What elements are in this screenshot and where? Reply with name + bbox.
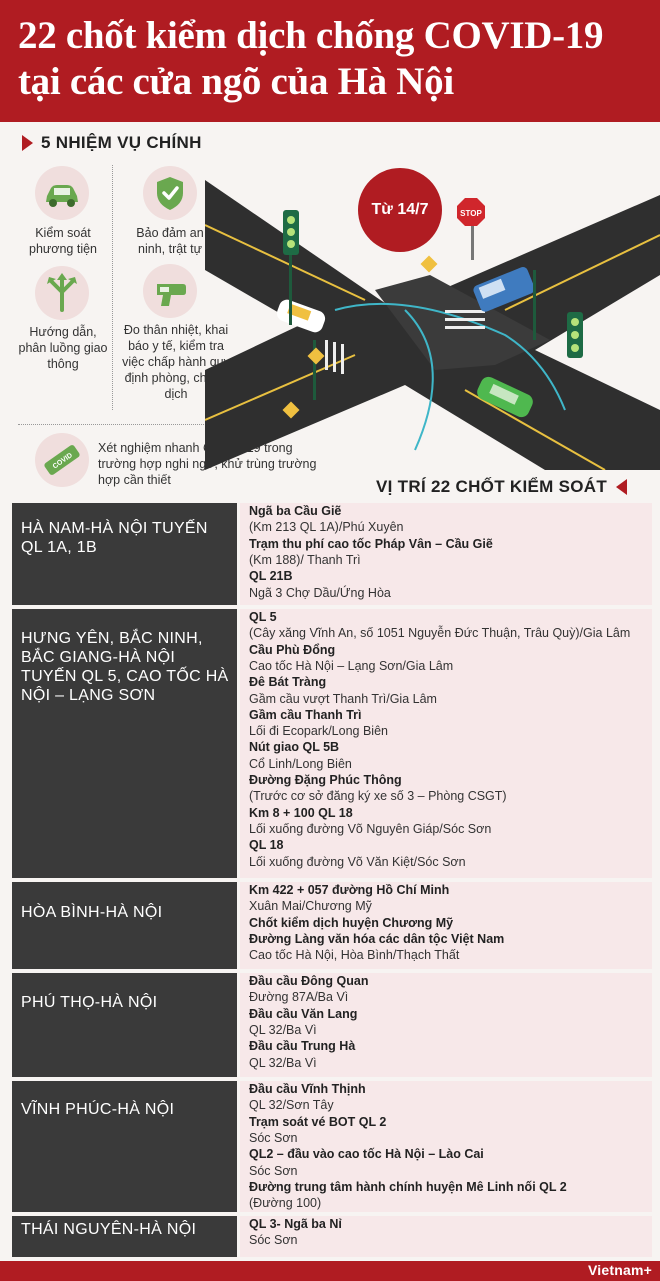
checkpoint-name: Đê Bát Tràng: [249, 675, 327, 690]
column-divider: [112, 165, 113, 410]
checkpoint-detail: Đường 87A/Ba Vì: [249, 990, 349, 1005]
checkpoint-name: QL 18: [249, 838, 284, 853]
row-divider: [18, 424, 248, 425]
task-label-3: Hướng dẫn, phân luồng giao thông: [18, 325, 108, 371]
checkpoint-detail: Lối xuống đường Võ Văn Kiệt/Sóc Sơn: [249, 854, 466, 869]
shield-check-icon: [143, 166, 197, 220]
checkpoint-name: QL2 – đầu vào cao tốc Hà Nội – Lào Cai: [249, 1147, 484, 1162]
traffic-light-icon: [533, 270, 583, 358]
checkpoint-list: QL 3- Ngã ba Nỉ Sóc Sơn: [240, 1216, 652, 1257]
checkpoint-name: QL 5: [249, 610, 277, 624]
checkpoint-detail: Ngã 3 Chợ Dầu/Ứng Hòa: [249, 585, 391, 600]
checkpoint-detail: Cao tốc Hà Nội – Lạng Sơn/Gia Lâm: [249, 658, 454, 673]
region-block: HƯNG YÊN, BẮC NINH, BẮC GIANG-HÀ NỘI TUY…: [12, 609, 237, 878]
vietnamplus-logo: Vietnam+: [588, 1262, 652, 1278]
checkpoint-name: Đường trung tâm hành chính huyện Mê Linh…: [249, 1179, 567, 1194]
direction-arrows-icon: [35, 266, 89, 320]
region-block: HÀ NAM-HÀ NỘI TUYẾN QL 1A, 1B: [12, 503, 237, 605]
checkpoint-name: Chốt kiểm dịch huyện Chương Mỹ: [249, 915, 454, 930]
checkpoint-detail: Sóc Sơn: [249, 1163, 298, 1178]
traffic-light-icon: [313, 340, 316, 400]
checkpoint-detail: Lối đi Ecopark/Long Biên: [249, 724, 388, 739]
page-title-line-1: 22 chốt kiểm dịch chống COVID-19: [18, 14, 604, 57]
tasks-heading-text: 5 NHIỆM VỤ CHÍNH: [41, 133, 202, 152]
checkpoint-detail: Lối xuống đường Võ Nguyên Giáp/Sóc Sơn: [249, 821, 492, 836]
checkpoint-name: Đường Làng văn hóa các dân tộc Việt Nam: [249, 931, 505, 946]
region-name: HÒA BÌNH-HÀ NỘI: [21, 904, 163, 921]
checkpoint-name: Ngã ba Cầu Giẽ: [249, 504, 342, 518]
checkpoint-detail: (Cây xăng Vĩnh An, số 1051 Nguyễn Đức Th…: [249, 626, 631, 641]
region-name: HƯNG YÊN, BẮC NINH, BẮC GIANG-HÀ NỘI TUY…: [21, 630, 229, 704]
checkpoint-detail: (Đường 100): [249, 1196, 322, 1211]
checkpoint-name: Km 422 + 057 đường Hồ Chí Minh: [249, 883, 450, 897]
task-label-2: Bảo đảm an ninh, trật tự: [136, 226, 204, 256]
green-car-icon: [477, 376, 533, 418]
checkpoint-detail: Sóc Sơn: [249, 1233, 298, 1248]
checkpoint-name: Trạm soát vé BOT QL 2: [249, 1114, 387, 1129]
locations-heading-text: VỊ TRÍ 22 CHỐT KIỂM SOÁT: [376, 477, 608, 496]
footer-bar: Vietnam+: [0, 1261, 660, 1281]
intersection-illustration: STOP: [205, 180, 660, 470]
region-block: THÁI NGUYÊN-HÀ NỘI: [12, 1216, 237, 1257]
task-label-4: Đo thân nhiệt, khai báo y tế, kiểm tra v…: [122, 323, 230, 401]
checkpoint-detail: (Km 213 QL 1A)/Phú Xuyên: [249, 520, 404, 535]
tasks-heading: 5 NHIỆM VỤ CHÍNH: [22, 131, 202, 155]
yellow-car-icon: [276, 299, 326, 333]
checkpoint-name: QL 3- Ngã ba Nỉ: [249, 1217, 342, 1231]
checkpoint-name: Cầu Phù Đổng: [249, 642, 336, 657]
checkpoint-name: Km 8 + 100 QL 18: [249, 805, 353, 820]
checkpoint-name: Đầu cầu Văn Lang: [249, 1006, 358, 1021]
region-name: PHÚ THỌ-HÀ NỘI: [21, 994, 158, 1011]
checkpoint-detail: Xuân Mai/Chương Mỹ: [249, 899, 372, 914]
checkpoint-detail: Sóc Sơn: [249, 1130, 298, 1145]
checkpoint-list: QL 5 (Cây xăng Vĩnh An, số 1051 Nguyễn Đứ…: [240, 609, 652, 878]
page-title-line-2: tại các cửa ngõ của Hà Nội: [18, 60, 454, 103]
checkpoint-name: Đầu cầu Đông Quan: [249, 974, 369, 988]
pedestrian-sign-icon: [420, 255, 438, 273]
checkpoint-detail: QL 32/Sơn Tây: [249, 1098, 334, 1113]
region-name: HÀ NAM-HÀ NỘI TUYẾN QL 1A, 1B: [21, 520, 208, 556]
checkpoint-detail: Cao tốc Hà Nội, Hòa Bình/Thạch Thất: [249, 948, 460, 963]
checkpoint-name: Nút giao QL 5B: [249, 740, 340, 755]
svg-text:STOP: STOP: [460, 209, 482, 218]
checkpoint-detail: (Trước cơ sở đăng ký xe số 3 – Phòng CSG…: [249, 789, 507, 804]
checkpoint-name: Đường Đặng Phúc Thông: [249, 773, 402, 787]
checkpoint-name: Gầm cầu Thanh Trì: [249, 707, 362, 722]
checkpoint-detail: QL 32/Ba Vì: [249, 1022, 317, 1037]
triangle-left-icon: [616, 479, 628, 495]
stop-sign-icon: STOP: [457, 198, 485, 260]
region-name: THÁI NGUYÊN-HÀ NỘI: [21, 1221, 197, 1238]
region-block: HÒA BÌNH-HÀ NỘI: [12, 882, 237, 969]
checkpoint-detail: QL 32/Ba Vì: [249, 1055, 317, 1070]
triangle-right-icon: [22, 135, 33, 151]
blue-truck-icon: [473, 267, 535, 312]
date-badge: Từ 14/7: [358, 168, 442, 252]
region-block: PHÚ THỌ-HÀ NỘI: [12, 973, 237, 1077]
checkpoint-name: QL 21B: [249, 569, 293, 584]
checkpoint-detail: (Km 188)/ Thanh Trì: [249, 552, 361, 567]
checkpoint-name: Đầu cầu Vĩnh Thịnh: [249, 1082, 366, 1096]
checkpoint-detail: Gầm cầu vượt Thanh Trì/Gia Lâm: [249, 691, 437, 706]
task-label-1: Kiểm soát phương tiện: [29, 226, 97, 256]
header-banner: 22 chốt kiểm dịch chống COVID-19 tại các…: [0, 0, 660, 122]
car-icon: [35, 166, 89, 220]
locations-heading: VỊ TRÍ 22 CHỐT KIỂM SOÁT: [376, 476, 628, 498]
region-name: VĨNH PHÚC-HÀ NỘI: [21, 1101, 175, 1118]
covid-test-kit-icon: COVID: [35, 433, 89, 487]
traffic-light-icon: [283, 210, 299, 325]
checkpoint-detail: Cổ Linh/Long Biên: [249, 756, 352, 771]
checkpoint-name: Đầu cầu Trung Hà: [249, 1039, 356, 1054]
thermometer-gun-icon: [143, 264, 197, 318]
region-block: VĨNH PHÚC-HÀ NỘI: [12, 1081, 237, 1212]
checkpoint-name: Trạm thu phí cao tốc Pháp Vân – Cầu Giẽ: [249, 536, 493, 551]
